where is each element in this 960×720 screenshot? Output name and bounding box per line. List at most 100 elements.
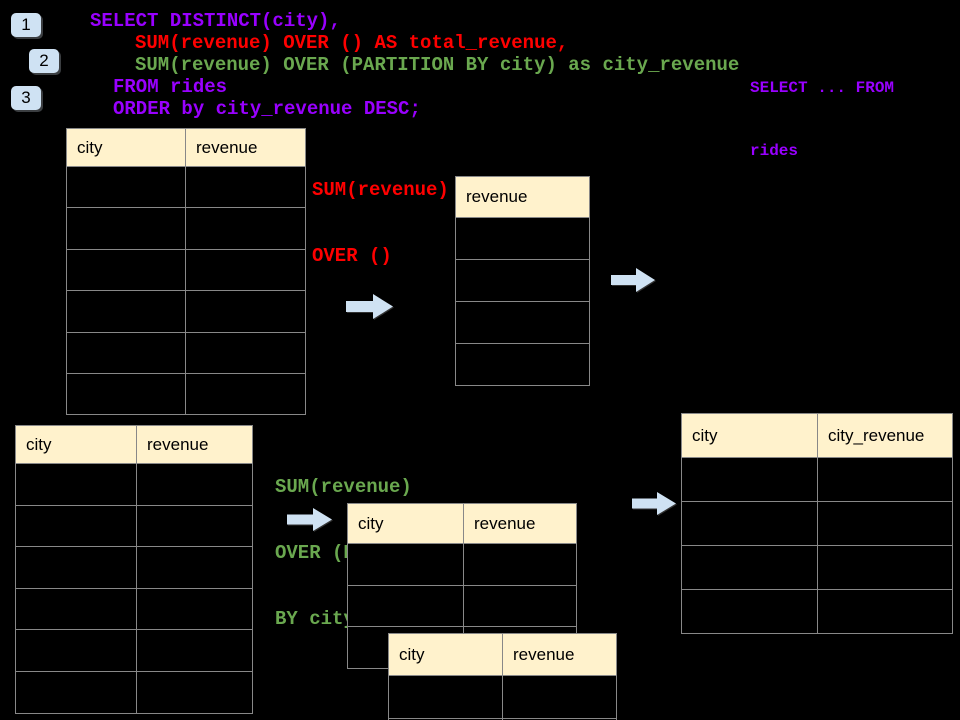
annotation-sum-over-total: SUM(revenue) OVER () <box>312 135 449 311</box>
table-cell <box>15 670 137 714</box>
column-header-city: city <box>681 413 818 458</box>
table-cell <box>136 670 253 714</box>
table-cell <box>681 589 818 634</box>
table-cell <box>15 463 137 506</box>
total-revenue-result-table: revenue <box>455 176 590 386</box>
table-cell <box>136 504 253 548</box>
table-cell <box>455 301 590 344</box>
table-cell <box>817 457 953 502</box>
table-cell <box>463 584 577 628</box>
table-cell <box>136 587 253 631</box>
table-row <box>681 501 953 546</box>
column-header-revenue: revenue <box>463 503 577 544</box>
table-cell <box>66 165 186 209</box>
table-row <box>15 629 253 672</box>
table-row <box>388 675 617 719</box>
table-cell <box>15 629 137 672</box>
table-row <box>66 372 306 416</box>
table-cell <box>66 372 186 416</box>
step-badge-2: 2 <box>29 49 59 73</box>
column-header-city-revenue: city_revenue <box>817 413 953 458</box>
column-header-city: city <box>347 503 464 544</box>
table-cell <box>455 259 590 302</box>
table-header-row: city revenue <box>15 425 253 464</box>
table-row <box>15 463 253 506</box>
table-cell <box>66 207 186 250</box>
table-cell <box>502 675 617 719</box>
table-row <box>455 217 590 260</box>
table-row <box>681 589 953 634</box>
table-cell <box>185 290 306 333</box>
table-row <box>455 301 590 344</box>
table-cell <box>185 165 306 209</box>
table-header-row: city revenue <box>347 503 577 544</box>
rides-source-table-top: city revenue <box>66 128 306 416</box>
table-cell <box>463 543 577 586</box>
column-header-city: city <box>66 128 186 167</box>
table-row <box>66 331 306 374</box>
table-cell <box>817 501 953 546</box>
side-note-line: SELECT ... FROM <box>750 79 895 97</box>
table-cell <box>681 457 818 502</box>
table-row <box>66 165 306 209</box>
step-badge-1: 1 <box>11 13 41 37</box>
sql-side-note: SELECT ... FROM rides <box>750 36 894 204</box>
table-cell <box>15 546 137 589</box>
table-header-row: city revenue <box>66 128 306 167</box>
table-row <box>15 587 253 631</box>
table-cell <box>455 217 590 260</box>
partition-group-table-b: city revenue <box>388 633 617 720</box>
sql-code-line: SUM(revenue) OVER (PARTITION BY city) as… <box>135 54 740 76</box>
table-row <box>15 670 253 714</box>
table-row <box>15 504 253 548</box>
sql-code-line: SELECT DISTINCT(city), <box>90 10 341 32</box>
table-cell <box>66 331 186 374</box>
arrow-right-icon <box>287 508 332 531</box>
table-cell <box>66 248 186 292</box>
table-cell <box>681 501 818 546</box>
column-header-revenue: revenue <box>136 425 253 464</box>
table-cell <box>817 589 953 634</box>
table-row <box>681 545 953 590</box>
table-row <box>347 543 577 586</box>
step-badge-3: 3 <box>11 86 41 110</box>
table-row <box>15 546 253 589</box>
table-cell <box>185 331 306 374</box>
arrow-right-icon <box>346 294 393 319</box>
table-row <box>347 584 577 628</box>
table-cell <box>185 248 306 292</box>
sql-query-code: SELECT DISTINCT(city),SUM(revenue) OVER … <box>90 10 739 120</box>
table-row <box>455 343 590 386</box>
table-cell <box>15 587 137 631</box>
city-revenue-result-table: city city_revenue <box>681 413 953 634</box>
table-cell <box>455 343 590 386</box>
table-row <box>455 259 590 302</box>
table-row <box>66 290 306 333</box>
column-header-city: city <box>388 633 503 676</box>
sql-code-line: ORDER by city_revenue DESC; <box>113 98 421 120</box>
table-cell <box>136 546 253 589</box>
arrow-right-icon <box>611 268 655 292</box>
table-cell <box>15 504 137 548</box>
annotation-line: SUM(revenue) <box>312 179 449 201</box>
table-header-row: city revenue <box>388 633 617 676</box>
arrow-right-icon <box>632 492 676 515</box>
table-cell <box>136 629 253 672</box>
table-row <box>66 248 306 292</box>
table-row <box>388 718 617 720</box>
table-cell <box>66 290 186 333</box>
table-cell <box>347 584 464 628</box>
table-row <box>681 457 953 502</box>
column-header-revenue: revenue <box>185 128 306 167</box>
table-cell <box>185 207 306 250</box>
table-cell <box>136 463 253 506</box>
table-cell <box>185 372 306 416</box>
annotation-line: OVER () <box>312 245 392 267</box>
rides-source-table-bottom: city revenue <box>15 425 253 714</box>
table-row <box>66 207 306 250</box>
sql-code-line: FROM rides <box>113 76 228 98</box>
table-cell <box>681 545 818 590</box>
column-header-revenue: revenue <box>502 633 617 676</box>
sql-code-line: SUM(revenue) OVER () AS total_revenue, <box>135 32 569 54</box>
